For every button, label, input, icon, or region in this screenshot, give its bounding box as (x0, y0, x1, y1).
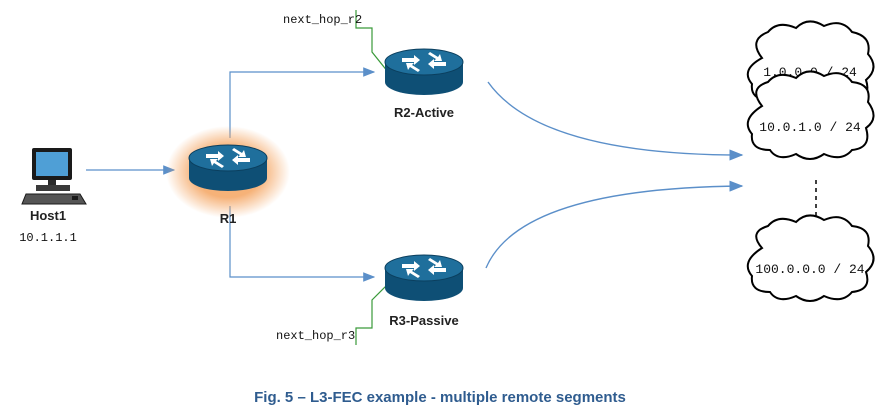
cloud-network-3: 100.0.0.0 / 24 (746, 214, 875, 302)
network-label: 100.0.0.0 / 24 (755, 262, 864, 277)
link-r1-r2 (229, 67, 376, 138)
route-curve-r3 (485, 180, 744, 269)
r3-label: R3-Passive (389, 313, 458, 328)
figure-caption: Fig. 5 – L3-FEC example - multiple remot… (254, 389, 626, 406)
next-hop-r2-label: next_hop_r2 (283, 13, 362, 27)
route-curve-r2 (487, 81, 744, 161)
router-icon (188, 144, 268, 192)
link-r1-r3 (229, 206, 376, 282)
computer-icon (21, 148, 87, 205)
callout-r3 (355, 283, 389, 345)
router-icon (384, 254, 464, 302)
host1-label: Host1 (30, 208, 66, 223)
cloud-network-2: 10.0.1.0 / 24 (746, 70, 875, 160)
next-hop-r3-label: next_hop_r3 (276, 329, 355, 343)
r2-label: R2-Active (394, 105, 454, 120)
r1-label: R1 (220, 211, 237, 226)
router-icon (384, 48, 464, 96)
host1-ip: 10.1.1.1 (19, 231, 77, 245)
callout-r2 (355, 10, 389, 73)
network-label: 10.0.1.0 / 24 (759, 120, 861, 135)
